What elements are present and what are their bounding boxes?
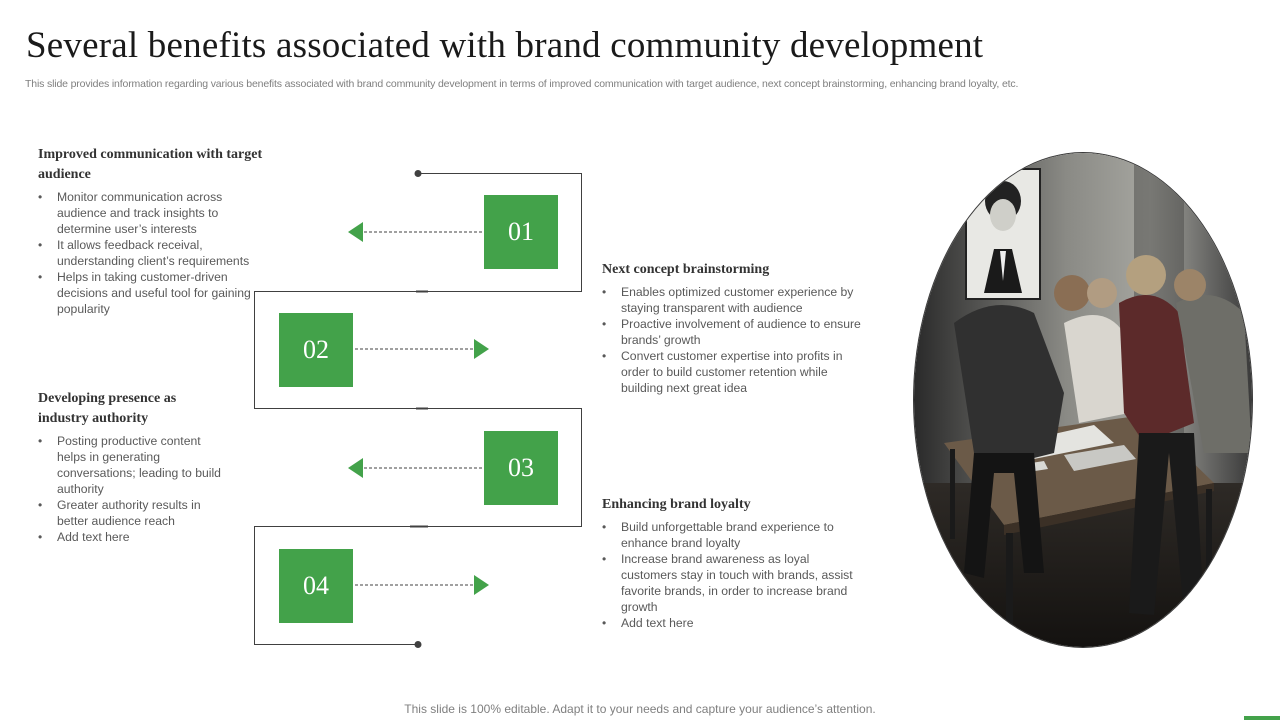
step-number-box-01: 01 [484, 195, 558, 269]
step-number-box-04: 04 [279, 549, 353, 623]
benefit-bullet: Proactive involvement of audience to ens… [602, 316, 870, 348]
arrow-02-head [474, 339, 489, 359]
connector-start-dot [414, 170, 422, 177]
benefit-heading: Next concept brainstorming [602, 262, 770, 277]
benefit-bullet: Build unforgettable brand experience to … [602, 519, 860, 551]
team-meeting-photo-illustration [914, 153, 1252, 647]
benefit-bullet-list: Enables optimized customer experience by… [602, 284, 870, 396]
step-number-box-03: 03 [484, 431, 558, 505]
benefit-bullet: Add text here [602, 615, 860, 631]
benefit-heading: Improved communication with target audie… [38, 147, 263, 182]
arrow-03-head [348, 458, 363, 478]
benefit-bullet: Enables optimized customer experience by… [602, 284, 870, 316]
arrow-01-head [348, 222, 363, 242]
benefit-bullet-list: Posting productive content helps in gene… [38, 433, 228, 545]
benefit-bullet: Monitor communication across audience an… [38, 189, 268, 237]
connector-end-dot [414, 641, 422, 648]
benefit-bullet: It allows feedback receival, understandi… [38, 237, 268, 269]
benefit-bullet-list: Monitor communication across audience an… [38, 189, 268, 317]
benefit-bullet: Add text here [38, 529, 228, 545]
benefit-brand-loyalty: Enhancing brand loyalty Build unforgetta… [602, 495, 860, 631]
slide-footer: This slide is 100% editable. Adapt it to… [404, 702, 876, 716]
benefit-industry-authority: Developing presence as industry authorit… [38, 389, 228, 545]
benefit-next-concept-brainstorming: Next concept brainstorming Enables optim… [602, 260, 870, 396]
benefit-bullet-list: Build unforgettable brand experience to … [602, 519, 860, 631]
team-meeting-photo [913, 152, 1253, 648]
benefit-improved-communication: Improved communication with target audie… [38, 145, 268, 317]
benefit-heading: Developing presence as industry authorit… [38, 391, 177, 426]
benefit-bullet: Greater authority results in better audi… [38, 497, 228, 529]
step-number-box-02: 02 [279, 313, 353, 387]
benefit-bullet: Posting productive content helps in gene… [38, 433, 228, 497]
arrow-04-head [474, 575, 489, 595]
benefit-bullet: Increase brand awareness as loyal custom… [602, 551, 860, 615]
slide-title: Several benefits associated with brand c… [26, 25, 984, 66]
benefit-bullet: Convert customer expertise into profits … [602, 348, 870, 396]
slide-subtitle: This slide provides information regardin… [25, 78, 1019, 90]
benefit-bullet: Helps in taking customer-driven decision… [38, 269, 268, 317]
benefit-heading: Enhancing brand loyalty [602, 497, 751, 512]
accent-corner-bar [1244, 716, 1280, 720]
